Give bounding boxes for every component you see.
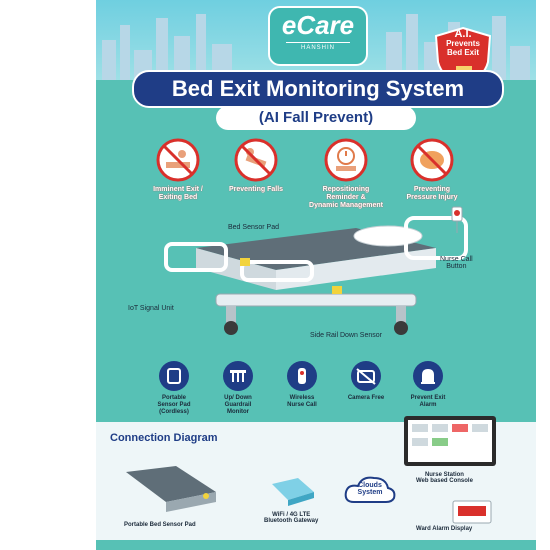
gateway-line: WiFi / 4G LTE [272,512,311,518]
footer-bar [96,540,536,550]
bed-exit-icon [156,138,200,182]
nurse-station-line: Web based Console [416,478,473,484]
page-title: Bed Exit Monitoring System [171,76,465,101]
gateway-illustration [272,478,314,506]
guardrail-icon [223,361,253,391]
clouds-line: Clouds [358,482,382,489]
feature-portable-sensor-pad: Portable Sensor Pad (Cordless) [144,360,204,416]
logo-sub: HANSHIN [286,42,350,51]
callout-line: Button [446,263,467,270]
bottom-feature-label: Prevent Exit [410,395,446,401]
sensor-pad-icon [159,361,189,391]
bottom-feature-label: Monitor [227,409,249,415]
cloud-icon [344,476,396,503]
callout-line: Nurse Call [440,256,473,263]
feature-label: Preventing Falls [228,186,284,193]
connection-title: Connection Diagram [110,432,218,444]
callout-side-rail-sensor: Side Rail Down Sensor [310,332,382,339]
label-portable-pad: Portable Bed Sensor Pad [124,522,196,528]
bottom-feature-label: Wireless [289,395,315,401]
nurse-station-monitor [404,416,496,466]
gateway-line: Bluetooth Gateway [264,518,319,524]
bottom-feature-label: Up/ Down [224,395,252,401]
callout-nurse-call-button: Nurse Call Button [440,256,473,270]
camera-off-icon [351,361,381,391]
bottom-feature-label: Camera Free [347,395,385,401]
feature-label: Imminent Exit / [153,186,203,193]
feature-label: Repositioning Reminder & [322,186,370,201]
feature-prevent-exit-alarm: Prevent Exit Alarm [398,360,458,409]
label-clouds: Clouds System [350,482,390,496]
feature-label: Preventing [413,186,451,193]
bottom-feature-label: Nurse Call [287,402,317,408]
badge-line-1: A.I. [454,28,472,40]
page-subtitle: (AI Fall Prevent) [216,106,416,130]
pressure-icon [410,138,454,182]
label-ward-alarm: Ward Alarm Display [416,526,473,532]
poster: eCare HANSHIN A.I. Prevents Bed Exit Bed… [96,0,536,550]
title-bar: Bed Exit Monitoring System [132,70,504,108]
fall-icon [234,138,278,182]
bottom-feature-label: Alarm [419,402,437,408]
logo-main: eCare [281,10,355,40]
feature-wireless-nurse-call: Wireless Nurse Call [272,360,332,409]
callout-bed-sensor-pad: Bed Sensor Pad [228,224,279,231]
hospital-bed-illustration [164,216,468,335]
badge-line-2: Prevents [446,39,480,48]
feature-camera-free: Camera Free [336,360,396,402]
nurse-call-button-icon [451,206,463,233]
clock-icon [324,138,368,182]
feature-preventing-falls: Preventing Falls [216,138,296,194]
feature-label: Pressure Injury [406,194,458,201]
feature-guardrail-monitor: Up/ Down Guardrail Monitor [208,360,268,416]
bottom-feature-label: (Cordless) [159,409,189,415]
bottom-feature-label: Guardrail [224,402,252,408]
bottom-feature-label: Sensor Pad [157,402,191,408]
feature-repositioning: Repositioning Reminder & Dynamic Managem… [306,138,386,210]
label-gateway: WiFi / 4G LTE Bluetooth Gateway [264,512,318,524]
nurse-station-line: Nurse Station [424,472,464,478]
portable-pad-illustration [126,466,216,512]
feature-pressure-injury: Preventing Pressure Injury [392,138,472,202]
alarm-icon [413,361,443,391]
callout-iot-signal-unit: IoT Signal Unit [128,305,174,312]
label-nurse-station: Nurse Station Web based Console [416,472,473,484]
ward-alarm-display [452,500,492,524]
clouds-line: System [357,489,383,496]
feature-label: Dynamic Management [309,202,383,209]
brand-logo: eCare HANSHIN [268,6,368,66]
connection-diagram: Connection Diagram Portable Bed Sensor P… [96,416,536,550]
nurse-call-icon [287,361,317,391]
badge-line-3: Bed Exit [446,48,479,57]
feature-imminent-exit: Imminent Exit / Exiting Bed [138,138,218,202]
bottom-feature-label: Portable [161,395,186,401]
feature-label: Exiting Bed [158,194,198,201]
